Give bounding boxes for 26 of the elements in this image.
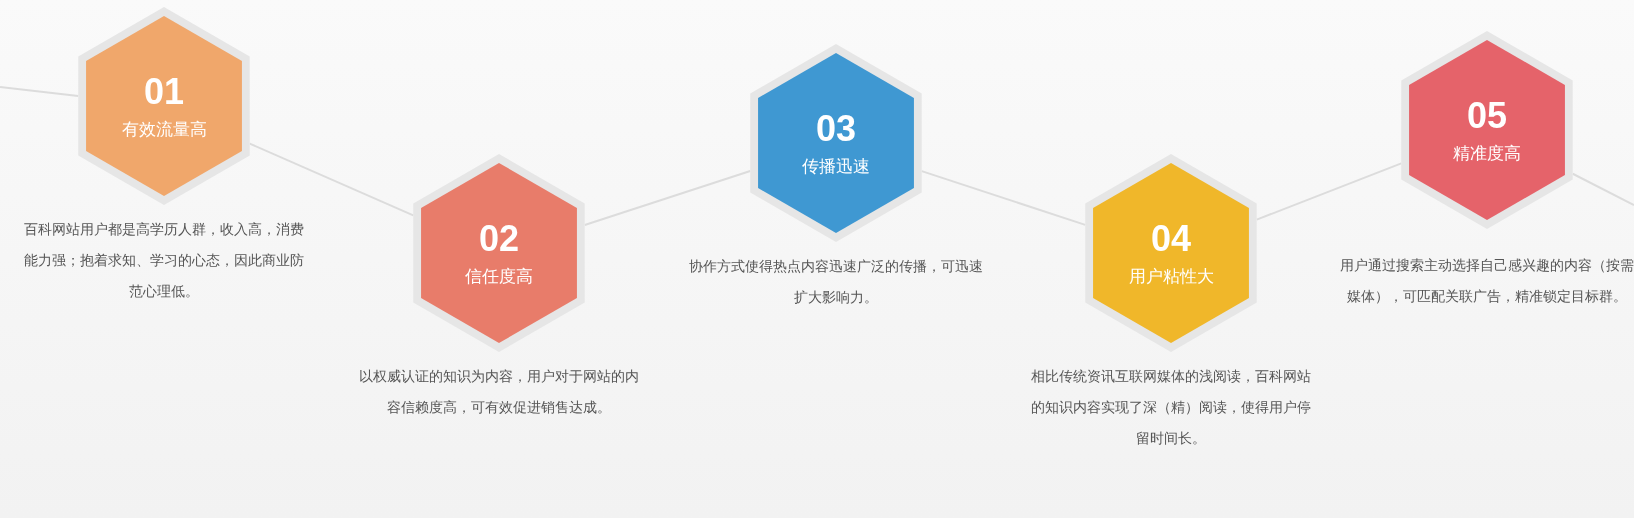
step-title: 用户粘性大	[1128, 266, 1214, 288]
description-text: 以权威认证的知识为内容，用户对于网站的内容信赖度高，可有效促进销售达成。	[358, 367, 640, 417]
connector-line	[1255, 162, 1403, 221]
step-title: 精准度高	[1453, 143, 1521, 165]
hexagon-badge	[1401, 31, 1573, 229]
connector-line	[920, 170, 1087, 226]
connector-line	[1571, 172, 1634, 206]
description-text: 协作方式使得热点内容迅速广泛的传播，可迅速扩大影响力。	[688, 257, 984, 307]
step-title: 有效流量高	[121, 119, 207, 141]
step-number: 04	[1150, 217, 1191, 261]
connector-line	[0, 86, 80, 98]
step-title: 传播迅速	[802, 156, 870, 178]
hexagon-badge	[413, 154, 585, 352]
step-number: 02	[478, 217, 519, 261]
step-number: 03	[815, 107, 856, 151]
step-number: 05	[1466, 94, 1507, 138]
description-text: 用户通过搜索主动选择自己感兴趣的内容（按需媒体），可匹配关联广告，精准锁定目标群。	[1339, 256, 1634, 306]
hexagon-badge	[750, 44, 922, 242]
hexagon-badge	[78, 7, 250, 205]
connector-line	[583, 170, 752, 226]
step-title: 信任度高	[465, 266, 533, 288]
description-text: 百科网站用户都是高学历人群，收入高，消费能力强；抱着求知、学习的心态，因此商业防范心理低。	[23, 220, 305, 301]
step-number: 01	[143, 70, 184, 114]
connector-line	[248, 142, 415, 217]
description-text: 相比传统资讯互联网媒体的浅阅读，百科网站的知识内容实现了深（精）阅读，使得用户停留时间长。	[1030, 367, 1312, 448]
hexagon-badge	[1085, 154, 1257, 352]
